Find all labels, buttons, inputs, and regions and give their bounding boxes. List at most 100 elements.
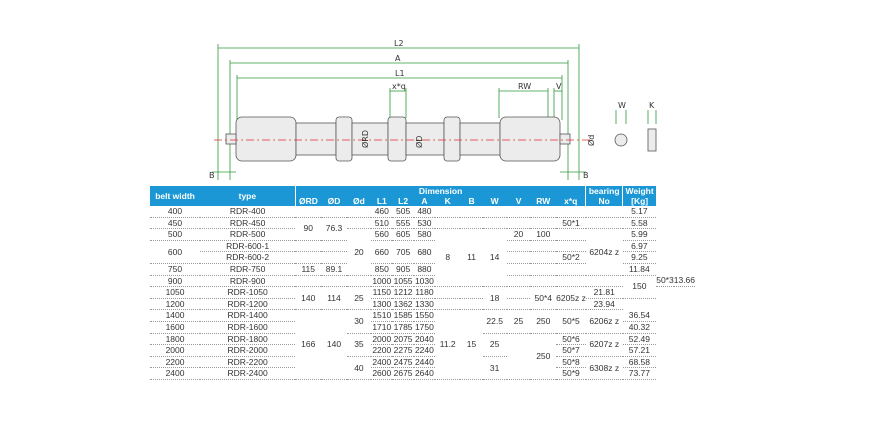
- cell-l1: 660: [371, 240, 393, 264]
- cell-weight: 40.32: [622, 321, 657, 334]
- cell-sd: 40: [346, 356, 372, 380]
- cell-k: 8: [435, 228, 461, 288]
- header-w: W: [482, 196, 507, 206]
- cell-w: 14: [482, 228, 507, 288]
- cell-type: RDR-600-1: [200, 240, 296, 253]
- cell-a: 2240: [413, 344, 436, 357]
- dim-phi-rd: ØRD: [360, 130, 370, 148]
- cell-weight: 23.94: [585, 298, 623, 311]
- cell-xq: 50*2: [556, 251, 586, 264]
- cell-bearing: 6205z z: [556, 286, 586, 311]
- cell-empty: [506, 275, 623, 288]
- dim-b-right: B: [583, 171, 589, 180]
- cell-sd: 35: [346, 333, 372, 357]
- cell-l2: 605: [392, 228, 414, 241]
- cell-a: 1180: [413, 286, 436, 299]
- cell-belt-width: 2400: [150, 367, 201, 380]
- cell-l1: 2200: [371, 344, 393, 357]
- cell-belt-width: 400: [150, 206, 201, 218]
- cell-l2: 705: [392, 240, 414, 264]
- cell-xq: 50*6: [556, 333, 586, 346]
- cell-a: 2040: [413, 333, 436, 346]
- cell-d: 76.3: [321, 217, 347, 241]
- cell-belt-width: 750: [150, 263, 201, 276]
- cell-a: 880: [413, 263, 436, 276]
- header-b: B: [460, 196, 483, 206]
- cell-l1: 460: [371, 206, 393, 218]
- cell-belt-width: 1800: [150, 333, 201, 346]
- header-v: V: [506, 196, 531, 206]
- cell-xq: 50*3: [656, 275, 674, 288]
- cell-rd: 166: [295, 309, 322, 380]
- cell-w: 22.5: [482, 309, 507, 334]
- cell-rw: 250: [530, 333, 557, 380]
- cell-weight: 36.54: [622, 309, 657, 322]
- header-type: type: [200, 186, 296, 206]
- cell-belt-width: 600: [150, 240, 201, 264]
- cell-weight: 5.17: [622, 206, 657, 218]
- cell-w: 31: [482, 356, 507, 380]
- cell-empty: [506, 251, 557, 264]
- table-row: 600 RDR-600-1 660 705 680 6.97: [150, 240, 695, 264]
- cell-type: RDR-900: [200, 275, 296, 288]
- cell-l1: 560: [371, 228, 393, 241]
- cell-bearing: 6204z z: [585, 228, 623, 276]
- cell-l2: 2075: [392, 333, 414, 346]
- cell-l1: 510: [371, 217, 393, 230]
- cell-empty: [506, 333, 531, 380]
- cell-weight: 5.99: [622, 228, 657, 241]
- table-row: RDR-600-2 50*2 9.25: [150, 251, 695, 264]
- cell-weight: 9.25: [622, 251, 657, 264]
- cell-belt-width: 450: [150, 217, 201, 230]
- dim-l1: L1: [395, 69, 405, 78]
- table-row: 1050 RDR-1050 140 114 25 1150 1212 1180 …: [150, 286, 695, 311]
- cell-a: 2640: [413, 367, 436, 380]
- cell-l2: 1785: [392, 321, 414, 334]
- cell-l2: 2475: [392, 356, 414, 369]
- cell-l2: 505: [392, 206, 414, 218]
- cell-bearing: 6207z z: [585, 333, 623, 357]
- table-row: 500 RDR-500 20 560 605 580 8 11 14 20 10…: [150, 228, 695, 288]
- table-row: 1400 RDR-1400 166 140 30 1510 1585 1550 …: [150, 309, 695, 380]
- cell-belt-width: 1400: [150, 309, 201, 322]
- cell-type: RDR-450: [200, 217, 296, 230]
- cell-belt-width: 1050: [150, 286, 201, 299]
- cell-empty: [506, 263, 586, 276]
- cell-weight: 68.58: [622, 356, 657, 369]
- cell-type: RDR-2200: [200, 356, 296, 369]
- cell-k: 11.2: [435, 309, 461, 380]
- cell-l1: 1710: [371, 321, 393, 334]
- cell-rd: 90: [295, 217, 322, 241]
- cell-xq: 50*9: [556, 367, 586, 380]
- cell-a: 680: [413, 240, 436, 264]
- cell-weight: 57.21: [622, 344, 657, 357]
- cell-l2: 2275: [392, 344, 414, 357]
- table-row: 2000 RDR-2000 2200 2275 2240 50*7 57.21: [150, 344, 695, 357]
- table-row: 2200 RDR-2200 40 2400 2475 2440 31 50*8 …: [150, 356, 695, 380]
- cell-sd: 30: [346, 309, 372, 334]
- cell-empty: [346, 217, 372, 230]
- cell-weight: 52.49: [622, 333, 657, 346]
- dim-v: V: [556, 82, 562, 91]
- cell-empty: [295, 206, 372, 218]
- cell-xq: 50*7: [556, 344, 586, 357]
- cell-belt-width: 1200: [150, 298, 201, 311]
- cell-empty: [435, 286, 483, 299]
- header-l2: L2: [392, 196, 414, 206]
- cell-type: RDR-1050: [200, 286, 296, 299]
- cell-type: RDR-400: [200, 206, 296, 218]
- cell-l2: 2675: [392, 367, 414, 380]
- header-dimension: Dimension: [294, 186, 586, 196]
- cell-empty: [295, 240, 347, 253]
- header-weight: Weight[Kg]: [622, 186, 657, 206]
- table-row: 1200 RDR-1200 1300 1362 1330 23.94: [150, 298, 695, 311]
- cell-type: RDR-2000: [200, 344, 296, 357]
- cell-bearing: 6308z z: [585, 356, 623, 380]
- table-row: 900 RDR-900 1000 1055 1030 150 50*3 13.6…: [150, 275, 695, 299]
- cell-a: 580: [413, 228, 436, 241]
- header-k: K: [435, 196, 461, 206]
- cell-type: RDR-750: [200, 263, 296, 276]
- cell-xq: 50*1: [556, 217, 586, 230]
- table-row: 1800 RDR-1800 35 2000 2075 2040 25 250 5…: [150, 333, 695, 380]
